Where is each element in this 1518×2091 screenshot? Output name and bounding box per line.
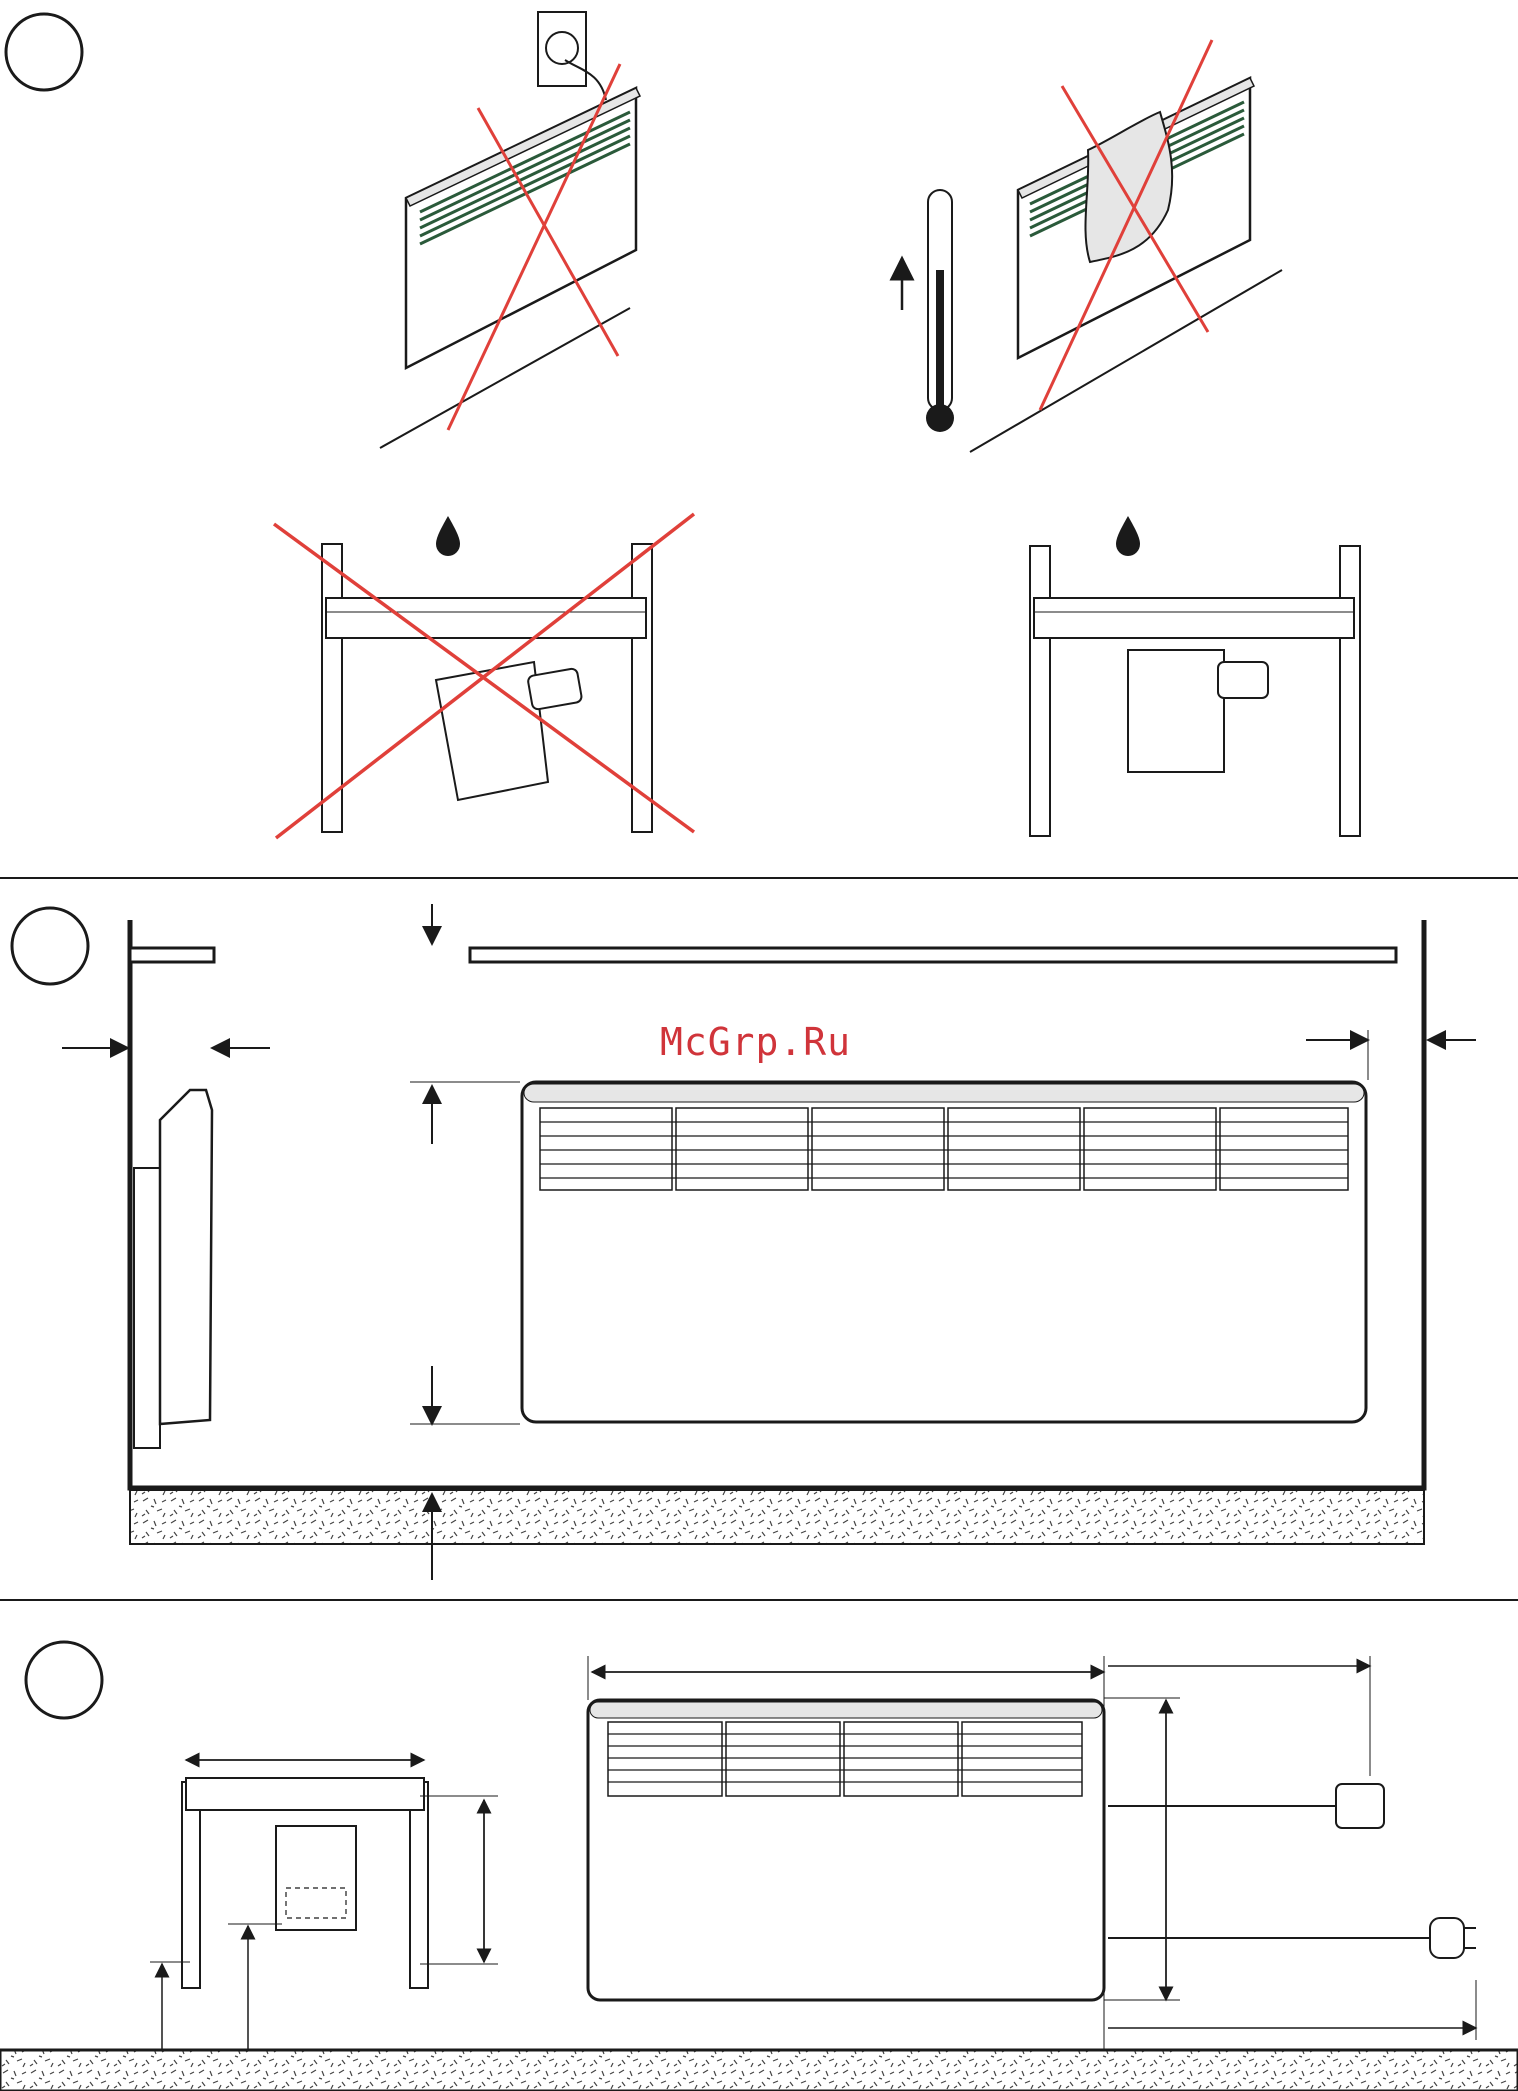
thermostat-plug-icon xyxy=(1336,1784,1384,1828)
water-drop-icon xyxy=(436,516,460,556)
thermostat-plug-icon xyxy=(1218,662,1268,698)
heater-near-socket-panel xyxy=(380,12,640,448)
floor-hatch-icon xyxy=(130,1490,1424,1544)
heater-covered-panel xyxy=(902,40,1282,452)
section-3 xyxy=(0,1642,1518,2091)
section-marker-icon xyxy=(12,908,88,984)
heater-dimension-view xyxy=(588,1656,1476,2050)
section-marker-icon xyxy=(6,14,82,90)
heater-side-view xyxy=(62,1048,270,1448)
heater-front-view xyxy=(410,904,1476,1580)
thermostat-box xyxy=(276,1826,356,1930)
section-marker-icon xyxy=(26,1642,102,1718)
thermostat-box xyxy=(1128,650,1224,772)
water-drop-icon xyxy=(1116,516,1140,556)
section-1 xyxy=(6,12,1360,838)
thermostat-correct-panel xyxy=(1030,516,1360,836)
section-2 xyxy=(12,904,1476,1580)
thermostat-wrong-panel xyxy=(274,514,694,838)
plug-icon xyxy=(1430,1918,1464,1958)
thermometer-icon xyxy=(926,190,954,432)
floor-hatch-icon xyxy=(0,2050,1518,2091)
watermark-text: McGrp.Ru xyxy=(660,1020,851,1064)
wall-socket-icon xyxy=(538,12,606,100)
thermostat-plug-icon xyxy=(527,668,582,710)
wall-bracket xyxy=(150,1760,498,2050)
